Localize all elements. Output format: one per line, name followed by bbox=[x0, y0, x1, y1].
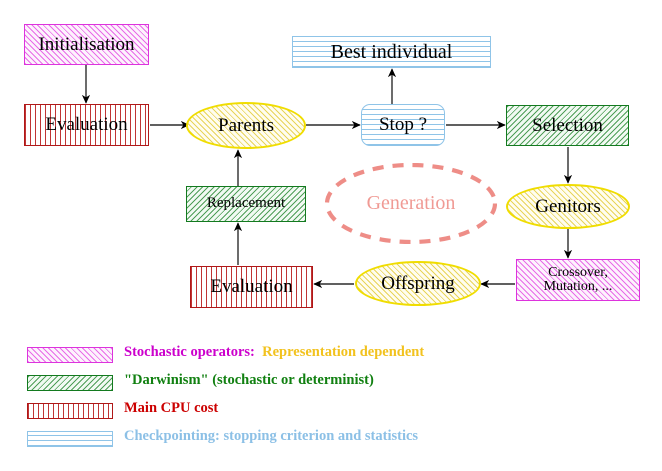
node-offspring[interactable]: Offspring bbox=[355, 261, 481, 306]
node-stop[interactable]: Stop ? bbox=[361, 104, 445, 146]
node-selection[interactable]: Selection bbox=[506, 105, 629, 146]
legend-swatch-stochastic-operators bbox=[27, 347, 113, 363]
node-evaluation-bottom-label: Evaluation bbox=[210, 276, 293, 298]
node-initialisation-label: Initialisation bbox=[38, 33, 135, 55]
legend-swatch-main-cpu-cost bbox=[27, 403, 113, 419]
legend-label-darwinism: "Darwinism" (stochastic or determinist) bbox=[124, 372, 374, 388]
node-offspring-label: Offspring bbox=[381, 272, 455, 294]
node-evaluation-bottom[interactable]: Evaluation bbox=[190, 266, 313, 308]
legend-label-checkpointing: Checkpointing: stopping criterion and st… bbox=[124, 428, 419, 444]
node-evaluation-top-label: Evaluation bbox=[45, 114, 128, 136]
node-replacement[interactable]: Replacement bbox=[186, 186, 306, 222]
node-replacement-label: Replacement bbox=[206, 195, 286, 212]
node-evaluation-top[interactable]: Evaluation bbox=[24, 104, 149, 146]
legend-label-stochastic-operators-part1: Stochastic operators: bbox=[124, 344, 255, 360]
generation-dashed-ellipse bbox=[325, 163, 497, 244]
node-crossover-mutation[interactable]: Crossover, Mutation, ... bbox=[516, 259, 640, 301]
node-best-individual[interactable]: Best individual bbox=[292, 36, 491, 68]
node-initialisation[interactable]: Initialisation bbox=[24, 24, 149, 65]
node-crossover-mutation-label: Crossover, Mutation, ... bbox=[543, 264, 613, 294]
node-parents[interactable]: Parents bbox=[186, 102, 306, 149]
node-stop-label: Stop ? bbox=[378, 114, 428, 136]
node-generation-label: Generation bbox=[366, 192, 456, 215]
legend-label-stochastic-operators: Stochastic operators: Representation dep… bbox=[124, 344, 424, 361]
node-genitors-label: Genitors bbox=[535, 195, 601, 217]
legend-swatch-checkpointing bbox=[27, 431, 113, 447]
node-parents-label: Parents bbox=[218, 114, 274, 136]
legend-label-main-cpu-cost: Main CPU cost bbox=[124, 400, 219, 416]
legend-label-stochastic-operators-part2: Representation dependent bbox=[262, 344, 425, 360]
legend-swatch-darwinism bbox=[27, 375, 113, 391]
node-generation: Generation bbox=[325, 163, 497, 244]
node-genitors[interactable]: Genitors bbox=[506, 184, 630, 229]
node-selection-label: Selection bbox=[532, 114, 603, 136]
node-best-individual-label: Best individual bbox=[330, 40, 453, 63]
